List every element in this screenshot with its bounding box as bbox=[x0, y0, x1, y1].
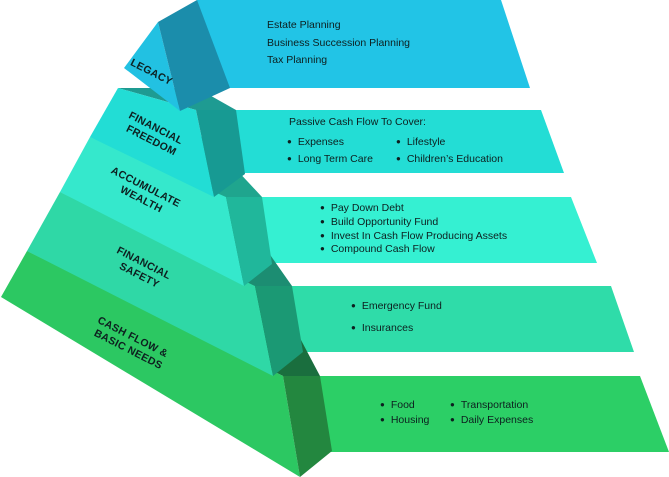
level-financial-freedom-left-face bbox=[90, 88, 214, 197]
cash-flow-item: Daily Expenses bbox=[450, 414, 533, 426]
financial-freedom-item: Expenses bbox=[287, 136, 344, 148]
legacy-item: Estate Planning bbox=[267, 19, 341, 31]
financial-safety-item: Emergency Fund bbox=[351, 300, 442, 312]
financial-freedom-item: Lifestyle bbox=[396, 136, 446, 148]
level-legacy-right-face bbox=[158, 0, 230, 111]
level-financial-freedom: FINANCIAL FREEDOM bbox=[90, 88, 245, 197]
financial-freedom-intro: Passive Cash Flow To Cover: bbox=[289, 116, 426, 128]
accumulate-wealth-item: Invest In Cash Flow Producing Assets bbox=[320, 230, 507, 242]
level-financial-safety-left-face bbox=[27, 192, 273, 376]
cash-flow-item: Housing bbox=[380, 414, 430, 426]
level-financial-safety-right-face bbox=[255, 286, 303, 376]
panel-financial-safety bbox=[292, 286, 634, 352]
accumulate-wealth-item: Compound Cash Flow bbox=[320, 243, 435, 255]
level-financial-freedom-right-face bbox=[196, 110, 245, 197]
level-accumulate-wealth-right-face bbox=[226, 197, 272, 286]
level-accumulate-wealth-left-face bbox=[60, 137, 244, 286]
level-legacy-left-face bbox=[124, 22, 180, 111]
panel-legacy bbox=[197, 0, 530, 88]
level-legacy: LEGACY bbox=[124, 0, 230, 111]
legacy-item: Business Succession Planning bbox=[267, 37, 411, 49]
cash-flow-item: Food bbox=[380, 399, 415, 411]
accumulate-wealth-item: Build Opportunity Fund bbox=[320, 216, 438, 228]
financial-freedom-item: Long Term Care bbox=[287, 153, 373, 165]
level-cash-flow-left-face bbox=[1, 251, 300, 477]
level-cash-flow-right-face bbox=[283, 376, 332, 477]
accumulate-wealth-item: Pay Down Debt bbox=[320, 202, 404, 214]
financial-freedom-item: Children’s Education bbox=[396, 153, 503, 165]
cash-flow-item: Transportation bbox=[450, 399, 528, 411]
financial-safety-item: Insurances bbox=[351, 322, 413, 334]
legacy-item: Tax Planning bbox=[267, 54, 328, 66]
